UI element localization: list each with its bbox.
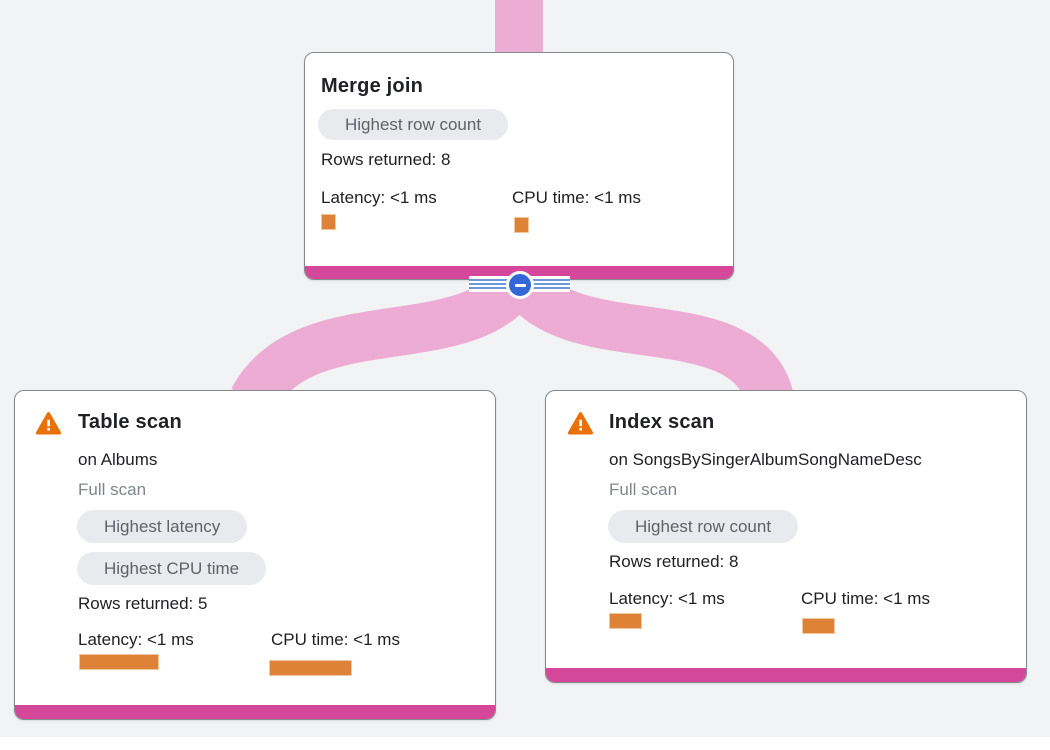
edge-merge-join-to-index-scan bbox=[498, 263, 794, 408]
cpu-time-bar bbox=[802, 618, 835, 634]
edge-parent-to-merge-join bbox=[495, 0, 543, 58]
warning-icon bbox=[567, 412, 594, 435]
plan-node-merge-join[interactable]: Merge join Highest row count Rows return… bbox=[304, 52, 734, 280]
latency-label: Latency: <1 ms bbox=[609, 589, 725, 608]
latency-bar bbox=[79, 654, 159, 670]
badge-highest-cpu-time: Highest CPU time bbox=[77, 552, 267, 585]
latency-bar bbox=[321, 214, 336, 230]
edge-merge-join-to-table-scan bbox=[231, 263, 541, 413]
scan-type: Full scan bbox=[609, 480, 678, 499]
cpu-time-label: CPU time: <1 ms bbox=[271, 630, 400, 649]
latency-label: Latency: <1 ms bbox=[321, 188, 437, 207]
scan-target: on SongsBySingerAlbumSongNameDesc bbox=[609, 450, 922, 469]
collapse-children-button[interactable] bbox=[506, 271, 534, 299]
cpu-time-bar bbox=[269, 660, 352, 676]
node-accent-bar bbox=[15, 705, 495, 719]
warning-icon bbox=[35, 412, 62, 435]
plan-node-table-scan[interactable]: Table scan on Albums Full scan Highest l… bbox=[14, 390, 496, 720]
node-title: Table scan bbox=[78, 411, 182, 433]
latency-bar bbox=[609, 613, 642, 629]
rows-returned: Rows returned: 5 bbox=[78, 594, 208, 613]
cpu-time-label: CPU time: <1 ms bbox=[512, 188, 641, 207]
rows-returned: Rows returned: 8 bbox=[609, 552, 739, 571]
plan-node-index-scan[interactable]: Index scan on SongsBySingerAlbumSongName… bbox=[545, 390, 1027, 683]
node-title: Merge join bbox=[321, 75, 424, 97]
cpu-time-bar bbox=[514, 217, 529, 233]
canvas-bottom-strip bbox=[0, 737, 1050, 750]
scan-type: Full scan bbox=[78, 480, 147, 499]
node-title: Index scan bbox=[609, 411, 715, 433]
badge-highest-row-count: Highest row count bbox=[318, 109, 509, 140]
minus-icon bbox=[514, 283, 526, 287]
badge-highest-row-count: Highest row count bbox=[608, 510, 799, 543]
cpu-time-label: CPU time: <1 ms bbox=[801, 589, 930, 608]
rows-returned: Rows returned: 8 bbox=[321, 150, 451, 169]
scan-target: on Albums bbox=[78, 450, 158, 469]
badge-highest-latency: Highest latency bbox=[77, 510, 248, 543]
node-accent-bar bbox=[546, 668, 1026, 682]
latency-label: Latency: <1 ms bbox=[78, 630, 194, 649]
